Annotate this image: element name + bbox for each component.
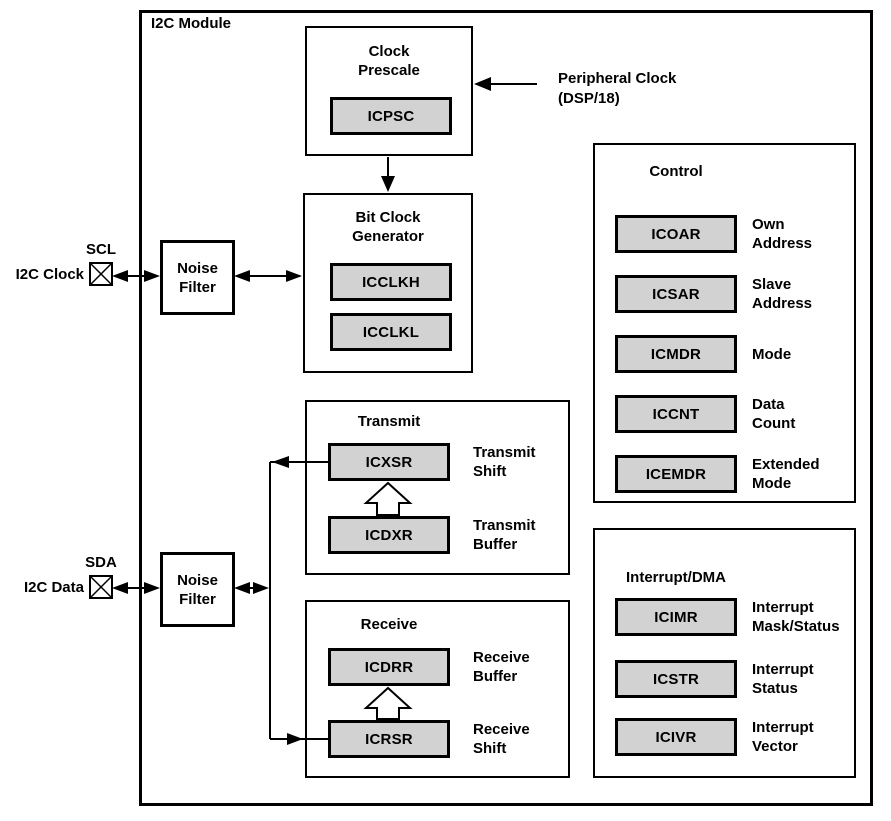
register-icstr: ICSTR bbox=[615, 660, 737, 698]
icmdr-desc: Mode bbox=[752, 345, 792, 363]
icxsr-desc: Transmit Shift bbox=[473, 444, 536, 480]
register-icsar: ICSAR bbox=[615, 275, 737, 313]
icsar-desc: Slave Address bbox=[752, 276, 813, 312]
register-icoar: ICOAR bbox=[615, 215, 737, 253]
noise-filter-scl: Noise Filter bbox=[160, 240, 235, 315]
register-icdrr: ICDRR bbox=[328, 648, 450, 686]
i2c-clock-label: I2C Clock bbox=[15, 266, 84, 283]
register-icivr: ICIVR bbox=[615, 718, 737, 756]
sda-pin-icon bbox=[89, 575, 113, 599]
icimr-desc: Interrupt Mask/Status bbox=[752, 599, 840, 635]
register-icclkh: ICCLKH bbox=[330, 263, 452, 301]
noise-filter-sda: Noise Filter bbox=[160, 552, 235, 627]
scl-pin-icon bbox=[89, 262, 113, 286]
interrupt-dma-title: Interrupt/DMA bbox=[626, 569, 726, 586]
icoar-desc: Own Address bbox=[752, 216, 813, 252]
icstr-desc: Interrupt Status bbox=[752, 661, 814, 697]
scl-signal-label: SCL bbox=[86, 241, 116, 258]
register-icmdr: ICMDR bbox=[615, 335, 737, 373]
icivr-desc: Interrupt Vector bbox=[752, 719, 814, 755]
bit-clock-generator-title: Bit Clock Generator bbox=[352, 209, 424, 245]
iccnt-desc: Data Count bbox=[752, 396, 796, 432]
i2c-data-label: I2C Data bbox=[23, 579, 84, 596]
icemdr-desc: Extended Mode bbox=[752, 456, 820, 492]
register-icimr: ICIMR bbox=[615, 598, 737, 636]
transmit-title: Transmit bbox=[357, 413, 421, 430]
control-title: Control bbox=[649, 163, 703, 180]
peripheral-clock-label: Peripheral Clock (DSP/18) bbox=[558, 70, 677, 107]
icdxr-desc: Transmit Buffer bbox=[473, 517, 536, 553]
register-iccnt: ICCNT bbox=[615, 395, 737, 433]
sda-signal-label: SDA bbox=[85, 554, 117, 571]
module-boundary-box bbox=[139, 10, 873, 806]
register-icpsc: ICPSC bbox=[330, 97, 452, 135]
icrsr-desc: Receive Shift bbox=[473, 721, 530, 757]
clock-prescale-title: Clock Prescale bbox=[358, 43, 420, 79]
icdrr-desc: Receive Buffer bbox=[473, 649, 530, 685]
register-icclkl: ICCLKL bbox=[330, 313, 452, 351]
register-icemdr: ICEMDR bbox=[615, 455, 737, 493]
register-icxsr: ICXSR bbox=[328, 443, 450, 481]
register-icrsr: ICRSR bbox=[328, 720, 450, 758]
control-box bbox=[593, 143, 856, 503]
receive-title: Receive bbox=[360, 616, 418, 633]
module-title: I2C Module bbox=[151, 15, 232, 32]
register-icdxr: ICDXR bbox=[328, 516, 450, 554]
